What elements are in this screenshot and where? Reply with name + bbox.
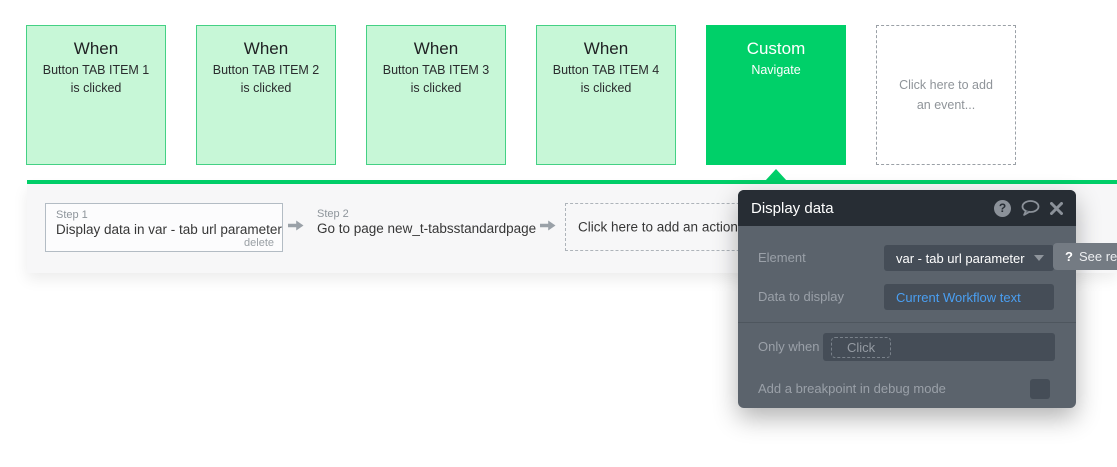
step-number-label: Step 2 <box>317 208 349 220</box>
event-title: When <box>413 39 459 58</box>
data-to-display-field[interactable]: Current Workflow text <box>884 284 1054 310</box>
event-card-tab-item-4[interactable]: When Button TAB ITEM 4 is clicked <box>536 25 676 165</box>
popup-header: Display data ? <box>738 190 1076 226</box>
add-action-label: Click here to add an action... <box>578 219 750 235</box>
add-event-label: Click here to add an event... <box>899 78 993 112</box>
event-title: When <box>583 39 629 58</box>
data-to-display-label: Data to display <box>758 289 844 304</box>
popup-title: Display data <box>751 199 834 217</box>
event-title: When <box>73 39 119 58</box>
selected-event-connector <box>765 169 787 181</box>
breakpoint-checkbox[interactable] <box>1030 379 1050 399</box>
comment-icon[interactable] <box>1021 200 1040 216</box>
add-event-card[interactable]: Click here to add an event... <box>876 25 1016 165</box>
see-reference-tooltip[interactable]: ? See refe <box>1053 243 1117 270</box>
data-to-display-value[interactable]: Current Workflow text <box>896 289 1021 305</box>
only-when-label: Only when <box>758 339 820 354</box>
event-title: Custom <box>746 39 806 58</box>
chevron-down-icon <box>1034 255 1044 261</box>
step-2-action[interactable]: Step 2 Go to page new_t-tabsstandardpage <box>317 203 546 236</box>
only-when-placeholder: Click <box>831 336 892 358</box>
step-action-text: Go to page new_t-tabsstandardpage <box>317 221 537 236</box>
event-subtitle: Button TAB ITEM 4 is clicked <box>552 63 660 95</box>
close-icon[interactable] <box>1050 201 1063 215</box>
event-subtitle: Button TAB ITEM 1 is clicked <box>42 63 150 95</box>
event-subtitle: Button TAB ITEM 3 is clicked <box>382 63 490 95</box>
event-subtitle: Button TAB ITEM 2 is clicked <box>212 63 320 95</box>
see-reference-label: See refe <box>1078 249 1117 264</box>
arrow-right-icon <box>288 220 304 231</box>
delete-action-link[interactable]: delete <box>244 237 274 249</box>
only-when-input[interactable]: Click <box>823 333 1055 361</box>
question-icon: ? <box>1065 249 1073 264</box>
event-card-tab-item-1[interactable]: When Button TAB ITEM 1 is clicked <box>26 25 166 165</box>
event-card-tab-item-2[interactable]: When Button TAB ITEM 2 is clicked <box>196 25 336 165</box>
display-data-popup: Display data ? Element var - tab url p <box>738 190 1117 408</box>
step-action-text: Display data in var - tab url parameter <box>56 222 282 237</box>
event-subtitle: Navigate <box>751 63 801 77</box>
step-1-action[interactable]: Step 1 Display data in var - tab url par… <box>45 203 283 252</box>
element-dropdown-value: var - tab url parameter <box>896 250 1025 266</box>
breakpoint-label: Add a breakpoint in debug mode <box>758 381 946 396</box>
event-card-tab-item-3[interactable]: When Button TAB ITEM 3 is clicked <box>366 25 506 165</box>
step-number-label: Step 1 <box>56 209 88 221</box>
event-title: When <box>243 39 289 58</box>
element-label: Element <box>758 250 806 265</box>
event-card-custom-navigate[interactable]: Custom Navigate <box>706 25 846 165</box>
arrow-right-icon <box>540 220 556 231</box>
help-icon[interactable]: ? <box>994 199 1011 217</box>
workflow-timeline <box>27 180 1117 184</box>
popup-divider <box>738 322 1076 323</box>
element-dropdown[interactable]: var - tab url parameter <box>884 245 1054 271</box>
